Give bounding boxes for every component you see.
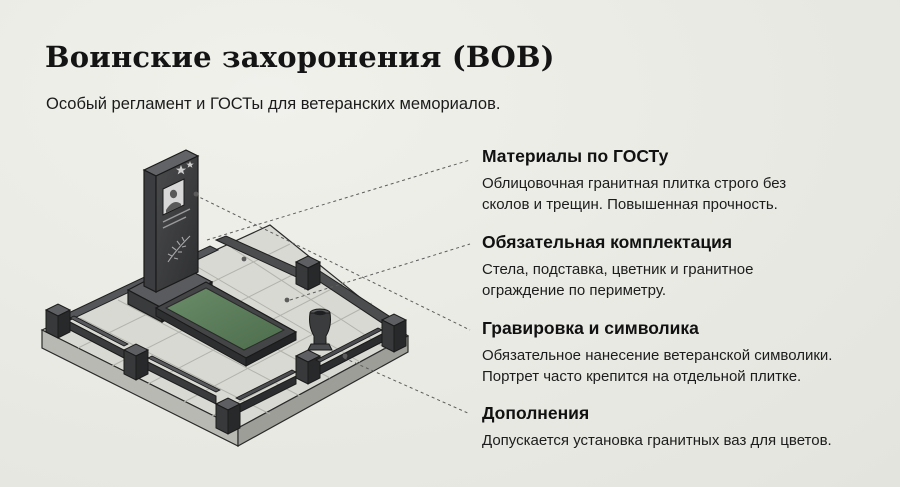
callout-text: Облицовочная гранитная плитка строго без… xyxy=(482,173,882,215)
callout-text: Обязательное нанесение ветеранской симво… xyxy=(482,345,882,387)
callout-title: Материалы по ГОСТу xyxy=(482,146,669,166)
flower-bed xyxy=(154,281,298,367)
callout-title: Гравировка и символика xyxy=(482,318,699,338)
vase-icon xyxy=(307,308,333,351)
page-subtitle: Особый регламент и ГОСТы для ветеранских… xyxy=(46,95,501,113)
stele xyxy=(142,149,200,293)
portrait-icon xyxy=(162,178,185,216)
star-icon xyxy=(175,161,194,175)
callout-title: Дополнения xyxy=(482,403,590,423)
callout-text: Допускается установка гранитных ваз для … xyxy=(482,430,882,451)
laurel-branch-icon xyxy=(167,235,191,263)
callout-equipment: Обязательная комплектация Стела, подстав… xyxy=(482,232,882,301)
memorial-diagram-icon xyxy=(40,149,471,448)
callout-title: Обязательная комплектация xyxy=(482,232,733,252)
callout-line: Обязательное нанесение ветеранской симво… xyxy=(482,347,833,364)
callout-line: сколов и трещин. Повышенная прочность. xyxy=(482,196,778,213)
callout-leader-dots xyxy=(193,191,348,359)
callout-line: Портрет часто крепится на отдельной плит… xyxy=(482,368,802,385)
callout-additions: Дополнения Допускается установка гранитн… xyxy=(482,403,882,451)
callout-line: Облицовочная гранитная плитка строго без xyxy=(482,175,787,192)
fence-front xyxy=(69,315,383,413)
callout-materials: Материалы по ГОСТу Облицовочная гранитна… xyxy=(482,146,882,215)
callout-engraving: Гравировка и символика Обязательное нане… xyxy=(482,318,882,387)
callout-text: Стела, подставка, цветник и гранитное ог… xyxy=(482,259,882,301)
callout-line: Стела, подставка, цветник и гранитное xyxy=(482,261,754,278)
callout-line: Допускается установка гранитных ваз для … xyxy=(482,432,832,449)
page-title: Воинские захоронения (ВОВ) xyxy=(45,40,555,74)
inscription-lines xyxy=(162,208,191,229)
fence-posts xyxy=(44,255,408,435)
callout-leaders xyxy=(194,159,471,415)
callout-line: ограждение по периметру. xyxy=(482,282,666,299)
